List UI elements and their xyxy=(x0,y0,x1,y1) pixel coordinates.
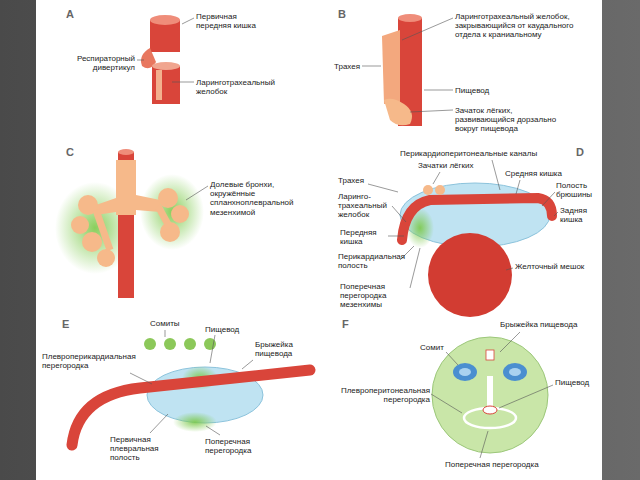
part-label: Плевроперикардиальная перегородка xyxy=(42,352,144,370)
part-label: Желточный мешок xyxy=(515,262,585,271)
panel-letter: F xyxy=(342,318,356,331)
slide xyxy=(36,0,602,480)
panel-a-figure xyxy=(141,15,180,104)
part-label: Сомиты xyxy=(150,319,195,328)
panel-d-figure xyxy=(400,183,552,317)
panel-b-figure xyxy=(382,14,422,126)
part-label: Респираторный дивертикул xyxy=(55,54,135,72)
part-label: Перикардиоперитонеальные каналы xyxy=(400,149,565,158)
part-label: Поперечная перегородка xyxy=(205,437,280,455)
part-label: Сомит xyxy=(420,343,450,352)
part-label: Первичная передняя кишка xyxy=(196,12,271,30)
part-label: Полость брюшины xyxy=(556,181,600,199)
part-label: Ларинготрахеальный желобок, закрывающийс… xyxy=(455,12,585,40)
part-label: Перикардиальная полость xyxy=(338,252,410,270)
panel-letter: D xyxy=(576,146,590,159)
panel-letter: B xyxy=(338,8,352,21)
part-label: Пищевод xyxy=(555,378,599,387)
part-label: Трахея xyxy=(334,62,374,71)
part-label: Зачатки лёгких xyxy=(418,161,498,170)
leader-lines xyxy=(130,18,558,458)
part-label: Первичная плевральная полость xyxy=(110,435,185,463)
part-label: Плевроперитонеальная перегородка xyxy=(338,386,430,404)
part-label: Передняя кишка xyxy=(340,228,388,246)
part-label: Долевые бронхи, окружённые спланхноплевр… xyxy=(210,180,295,217)
part-label: Ларинготрахеальный желобок xyxy=(196,78,281,96)
part-label: Средняя кишка xyxy=(505,169,575,178)
part-label: Ларинго-трахеальный желобок xyxy=(338,192,392,220)
part-label: Пищевод xyxy=(455,86,525,95)
part-label: Задняя кишка xyxy=(560,206,600,224)
panel-letter: C xyxy=(66,146,80,159)
part-label: Зачаток лёгких, развивающийся дорзально … xyxy=(455,106,570,134)
part-label: Пищевод xyxy=(205,325,255,334)
panel-letter: A xyxy=(66,8,80,21)
part-label: Поперечная перегородка мезенхимы xyxy=(340,282,418,310)
panel-f-figure xyxy=(432,337,548,453)
part-label: Поперечная перегородка xyxy=(445,460,545,469)
part-label: Брыжейка пищевода xyxy=(500,320,598,329)
panel-c-figure xyxy=(55,149,204,298)
part-label: Трахея xyxy=(338,176,383,185)
part-label: Брыжейка пищевода xyxy=(255,340,317,358)
panel-letter: E xyxy=(62,318,76,331)
